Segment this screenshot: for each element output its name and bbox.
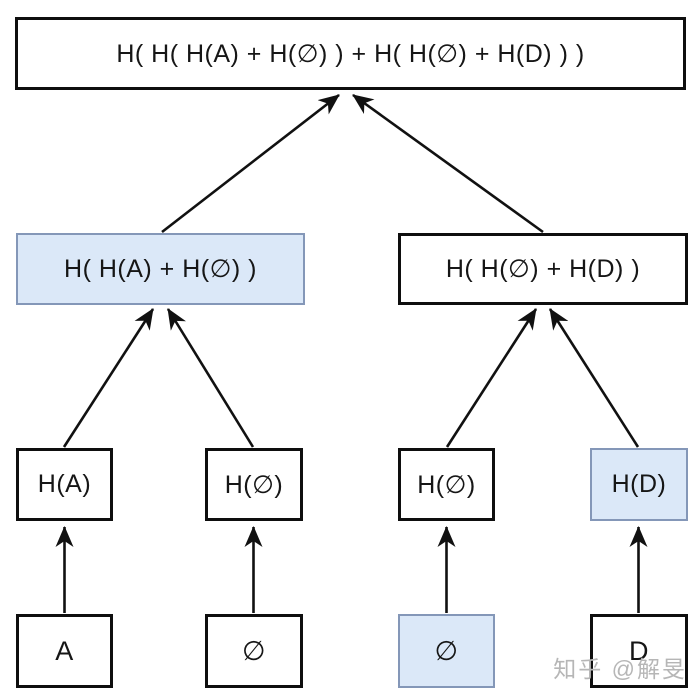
arrow-ha-to-left-subroot [62, 308, 155, 448]
hash-empty-label-1: H(∅) [224, 470, 284, 499]
right-subtree-hash-label: H( H(∅) + H(D) ) [445, 255, 641, 283]
arrow-hd-to-right-subroot [548, 308, 640, 448]
hash-empty-label-2: H(∅) [417, 470, 476, 499]
right-subtree-hash-node: H( H(∅) + H(D) ) [398, 233, 688, 305]
hash-a-label: H(A) [37, 470, 92, 498]
leaf-empty-node-1: ∅ [205, 614, 303, 688]
leaf-d-label: D [629, 635, 649, 666]
arrow-left-subroot-to-root [161, 93, 340, 234]
arrow-hempty1-to-left-subroot [166, 308, 255, 448]
root-hash-label: H( H( H(A) + H(∅) ) + H( H(∅) + H(D) ) ) [116, 39, 585, 68]
left-subtree-hash-label: H( H(A) + H(∅) ) [64, 255, 257, 283]
leaf-d-node: D [590, 614, 688, 688]
arrow-hempty2-to-right-subroot [445, 308, 538, 448]
leaf-empty-label-1: ∅ [241, 635, 267, 666]
root-hash-node: H( H( H(A) + H(∅) ) + H( H(∅) + H(D) ) ) [15, 17, 686, 90]
leaf-a-label: A [55, 635, 74, 666]
hash-a-node: H(A) [16, 448, 113, 521]
hash-empty-node-2: H(∅) [398, 448, 495, 521]
leaf-empty-label-2: ∅ [434, 635, 459, 666]
hash-d-node: H(D) [590, 448, 688, 521]
leaf-a-node: A [16, 614, 113, 688]
arrow-right-subroot-to-root [352, 93, 544, 234]
hash-d-label: H(D) [611, 470, 667, 498]
left-subtree-hash-node: H( H(A) + H(∅) ) [16, 233, 305, 305]
leaf-empty-node-2: ∅ [398, 614, 495, 688]
hash-empty-node-1: H(∅) [205, 448, 303, 521]
